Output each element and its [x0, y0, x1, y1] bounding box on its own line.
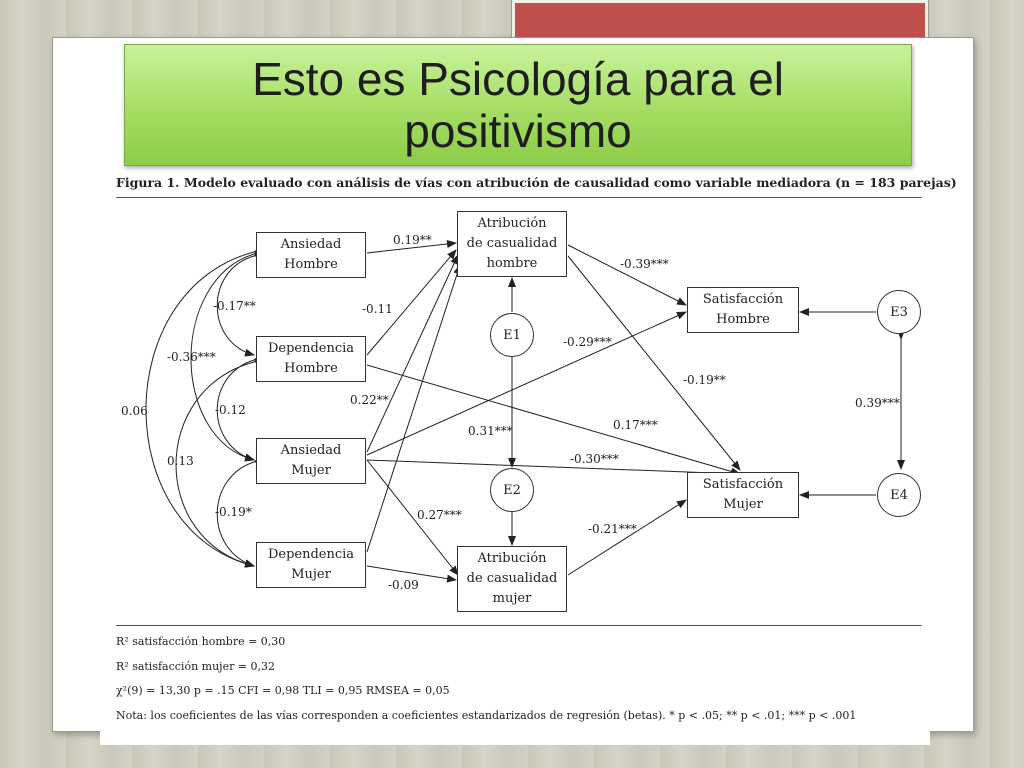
node-e1: E1 — [490, 313, 534, 357]
node-label: Mujer — [291, 463, 331, 478]
node-label: Satisfacción — [702, 477, 784, 492]
path-dm-atrh — [366, 264, 462, 553]
node-ansiedad-hombre: Ansiedad Hombre — [256, 232, 366, 278]
node-label: Atribución — [477, 551, 547, 566]
node-atribucion-mujer: Atribución de casualidad mujer — [457, 546, 567, 612]
caption-rule — [116, 197, 922, 198]
path-am-atrm — [366, 459, 459, 576]
note-r2-mujer: R² satisfacción mujer = 0,32 — [116, 660, 276, 673]
figure-caption: Figura 1. Modelo evaluado con análisis d… — [116, 175, 957, 190]
node-satisfaccion-hombre: Satisfacción Hombre — [687, 287, 799, 333]
note-nota: Nota: los coeficientes de las vías corre… — [116, 709, 857, 722]
note-r2-hombre: R² satisfacción hombre = 0,30 — [116, 635, 286, 648]
path-dh-satm — [366, 364, 741, 476]
path-am-atrh — [366, 254, 459, 453]
node-label: Atribución — [477, 216, 547, 231]
path-atrm-satm — [567, 499, 687, 576]
node-ansiedad-mujer: Ansiedad Mujer — [256, 438, 366, 484]
coef-cov-ah-dm: 0.06 — [121, 404, 148, 418]
node-label: de casualidad — [466, 236, 558, 251]
node-atribucion-hombre: Atribución de casualidad hombre — [457, 211, 567, 277]
coef-dh-satm: 0.17*** — [613, 418, 658, 432]
coef-am-satm: -0.30*** — [570, 452, 619, 466]
coef-e1-e2: 0.31*** — [468, 424, 513, 438]
note-chi-fit: χ²(9) = 13,30 p = .15 CFI = 0,98 TLI = 0… — [116, 684, 450, 697]
node-e3: E3 — [877, 290, 921, 334]
path-dh-atrh — [366, 249, 457, 356]
coef-am-atrm: 0.27*** — [417, 508, 462, 522]
coef-dh-atrh: -0.11 — [362, 302, 393, 316]
cov-am-dm — [216, 455, 264, 567]
path-am-satm — [366, 459, 741, 478]
cov-ah-dm — [145, 245, 264, 568]
coef-am-atrh: 0.22** — [350, 393, 389, 407]
node-label: Ansiedad — [280, 443, 342, 458]
path-ah-atrh — [366, 240, 457, 254]
node-label: mujer — [492, 591, 532, 606]
node-label: Satisfacción — [702, 292, 784, 307]
node-dependencia-mujer: Dependencia Mujer — [256, 542, 366, 588]
node-label: Hombre — [284, 257, 338, 272]
coef-atrm-satm: -0.21*** — [588, 522, 637, 536]
coef-cov-dh-dm: 0.13 — [167, 454, 194, 468]
coef-cov-ah-am: -0.36*** — [167, 350, 216, 364]
node-e4: E4 — [877, 473, 921, 517]
coef-cov-am-dm: -0.19* — [215, 505, 252, 519]
path-am-sath — [366, 311, 687, 456]
node-label: Ansiedad — [280, 237, 342, 252]
coef-cov-ah-dh: -0.17** — [213, 299, 256, 313]
path-atrh-satm — [567, 255, 741, 471]
node-label: hombre — [486, 256, 538, 271]
node-e2: E2 — [490, 468, 534, 512]
node-label: de casualidad — [466, 571, 558, 586]
coef-atrh-satm: -0.19** — [683, 373, 726, 387]
node-label: Mujer — [291, 567, 331, 582]
coef-am-sath: -0.29*** — [563, 335, 612, 349]
node-label: Dependencia — [267, 341, 355, 356]
cov-dh-dm — [175, 355, 264, 568]
node-label: Dependencia — [267, 547, 355, 562]
slide-title: Esto es Psicología para el positivismo — [252, 53, 784, 157]
node-dependencia-hombre: Dependencia Hombre — [256, 336, 366, 382]
slide-title-box: Esto es Psicología para el positivismo — [124, 44, 912, 166]
coef-dm-atrm: -0.09 — [388, 578, 419, 592]
path-dm-atrm — [366, 565, 457, 583]
node-label: Hombre — [716, 312, 770, 327]
coef-e3-e4: 0.39*** — [855, 396, 900, 410]
coef-atrh-sath: -0.39*** — [620, 257, 669, 271]
node-satisfaccion-mujer: Satisfacción Mujer — [687, 472, 799, 518]
coef-ah-atrh: 0.19** — [393, 233, 432, 247]
notes-rule — [116, 625, 922, 626]
cov-ah-dh — [216, 249, 264, 357]
cov-ah-am — [190, 247, 264, 462]
path-atrh-sath — [567, 244, 687, 306]
coef-cov-dh-am: -0.12 — [215, 403, 246, 417]
node-label: Mujer — [723, 497, 763, 512]
node-label: Hombre — [284, 361, 338, 376]
